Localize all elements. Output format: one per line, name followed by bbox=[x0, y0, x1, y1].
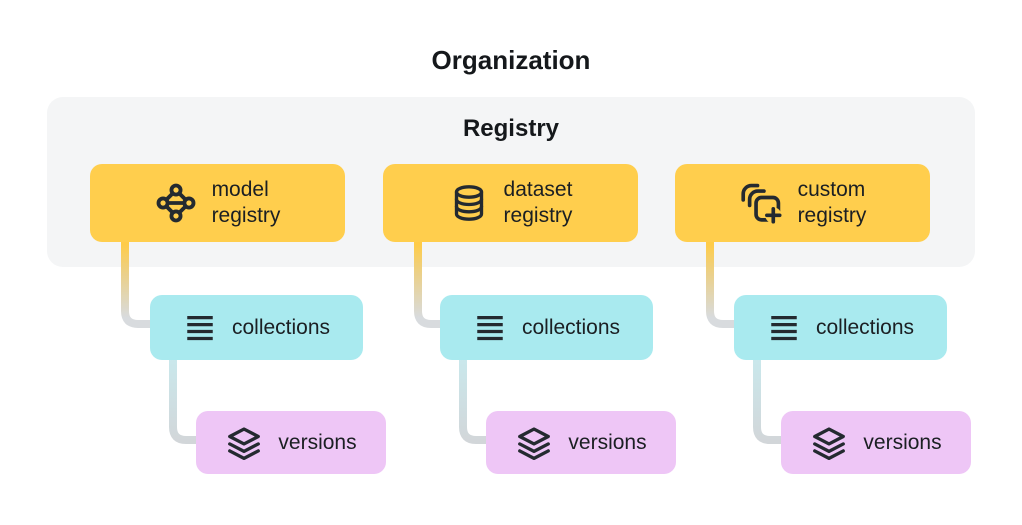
collections-card: collections bbox=[734, 295, 947, 360]
registry-card-label-line2: registry bbox=[211, 204, 281, 227]
registry-card-label: model registry bbox=[212, 177, 281, 229]
list-lines-icon bbox=[187, 315, 213, 340]
list-lines-icon bbox=[477, 315, 503, 340]
collections-card-label: collections bbox=[231, 315, 331, 339]
registry-card-label-line1: dataset bbox=[503, 178, 573, 201]
layers-stack-icon bbox=[228, 426, 261, 460]
collections-card: collections bbox=[150, 295, 363, 360]
collections-card: collections bbox=[440, 295, 653, 360]
versions-card: versions bbox=[486, 411, 676, 474]
registry-group-label: Registry bbox=[462, 115, 560, 142]
versions-card-label: versions bbox=[568, 430, 647, 454]
model-network-icon bbox=[156, 183, 195, 223]
versions-card-label: versions bbox=[278, 430, 357, 454]
registry-card-label: dataset registry bbox=[504, 177, 573, 229]
registry-card-label-line1: custom bbox=[797, 178, 866, 201]
registry-card-label-line2: registry bbox=[503, 204, 573, 227]
collections-card-label: collections bbox=[521, 315, 621, 339]
layers-stack-icon bbox=[518, 426, 551, 460]
list-lines-icon bbox=[771, 315, 797, 340]
registry-card-dataset: dataset registry bbox=[383, 164, 638, 242]
registry-card-label-line1: model bbox=[211, 178, 269, 201]
database-icon bbox=[454, 185, 483, 221]
registry-card-label: custom registry bbox=[798, 177, 867, 229]
versions-card-label: versions bbox=[863, 430, 942, 454]
diagram-title: Organization bbox=[431, 45, 591, 75]
collections-card-label: collections bbox=[815, 315, 915, 339]
registry-card-custom: custom registry bbox=[675, 164, 930, 242]
copy-stack-plus-icon bbox=[740, 183, 782, 224]
layers-stack-icon bbox=[813, 426, 846, 460]
versions-card: versions bbox=[781, 411, 971, 474]
registry-card-label-line2: registry bbox=[797, 204, 867, 227]
versions-card: versions bbox=[196, 411, 386, 474]
registry-card-model: model registry bbox=[90, 164, 345, 242]
